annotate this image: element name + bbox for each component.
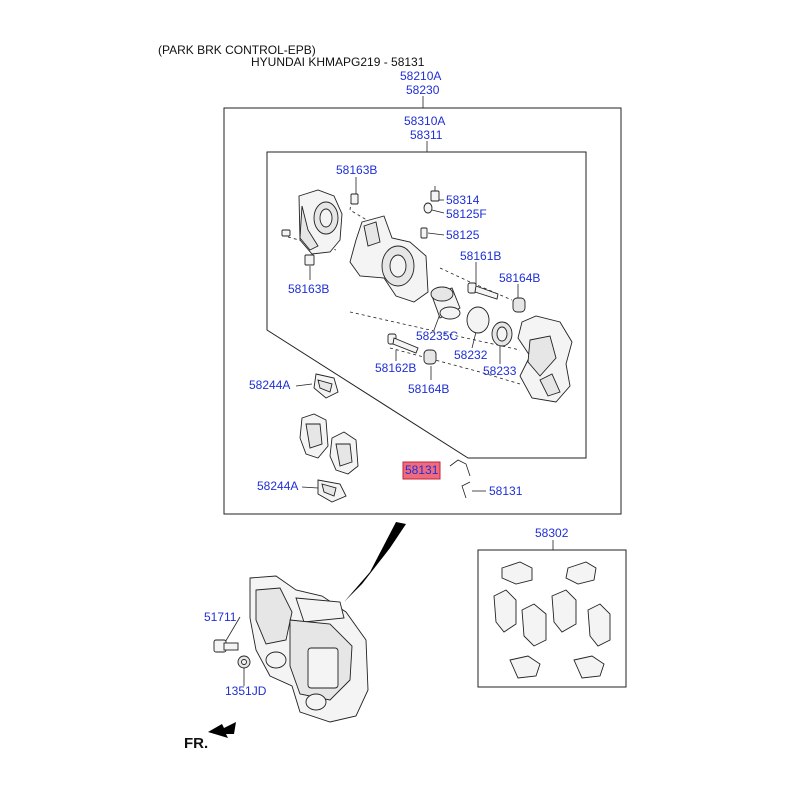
pad-spring-lower xyxy=(461,481,471,499)
label-58210A[interactable]: 58210A xyxy=(400,69,441,83)
label-58163B-left[interactable]: 58163B xyxy=(288,282,329,296)
piston xyxy=(430,286,461,320)
assembly-pointer xyxy=(344,522,406,602)
epb-actuator-motor xyxy=(298,189,343,255)
label-58131-highlighted[interactable]: 58131 xyxy=(405,463,439,477)
front-direction-arrow-icon xyxy=(208,722,236,738)
label-58244A-bottom[interactable]: 58244A xyxy=(257,479,298,493)
pad-spring-upper xyxy=(449,459,471,477)
guide-pin-boot-upper xyxy=(512,297,526,313)
motor-bolt-top xyxy=(350,193,359,205)
guide-pin-upper xyxy=(467,282,499,300)
assembled-caliper xyxy=(249,575,369,723)
label-58244A-top[interactable]: 58244A xyxy=(249,378,290,392)
front-label: FR. xyxy=(184,735,208,752)
label-58314[interactable]: 58314 xyxy=(446,193,480,207)
pad-kit-contents xyxy=(493,561,611,679)
piston-seal xyxy=(466,306,490,334)
guide-pin-boot-lower xyxy=(423,349,437,365)
label-58163B-top[interactable]: 58163B xyxy=(336,163,377,177)
label-58125F[interactable]: 58125F xyxy=(446,207,487,221)
pad-clip-upper xyxy=(313,373,339,399)
header-part-line: HYUNDAI KHMAPG219 - 58131 xyxy=(251,55,425,69)
caliper-carrier xyxy=(517,315,573,403)
label-58125[interactable]: 58125 xyxy=(446,228,480,242)
label-58131[interactable]: 58131 xyxy=(489,484,523,498)
caliper-subframe xyxy=(266,151,587,459)
bleed-screw-small xyxy=(420,227,428,239)
label-58230[interactable]: 58230 xyxy=(406,83,440,97)
label-58235C[interactable]: 58235C xyxy=(416,329,458,343)
bleed-screw xyxy=(430,186,440,202)
bleed-cap xyxy=(423,202,433,214)
label-58302[interactable]: 58302 xyxy=(535,526,569,540)
highlight-box xyxy=(402,461,441,480)
label-58311[interactable]: 58311 xyxy=(410,128,443,142)
pad-kit-frame xyxy=(477,549,627,688)
label-58164B-bottom[interactable]: 58164B xyxy=(408,382,449,396)
label-58164B-right[interactable]: 58164B xyxy=(499,271,540,285)
label-58232[interactable]: 58232 xyxy=(454,348,488,362)
mounting-bolt xyxy=(213,639,239,653)
brake-pad-outer xyxy=(329,431,359,475)
brake-pad-inner xyxy=(299,413,329,459)
header-model-line: (PARK BRK CONTROL-EPB) xyxy=(158,43,316,57)
mounting-washer xyxy=(237,655,251,669)
assembly-frame xyxy=(223,107,622,515)
label-58162B[interactable]: 58162B xyxy=(375,361,416,375)
label-58310A[interactable]: 58310A xyxy=(404,114,445,128)
caliper-housing xyxy=(349,215,429,303)
label-1351JD[interactable]: 1351JD xyxy=(225,684,267,698)
label-58161B[interactable]: 58161B xyxy=(460,249,501,263)
label-51711[interactable]: 51711 xyxy=(204,610,237,624)
pad-clip-lower xyxy=(317,479,347,503)
guide-pin-lower xyxy=(387,333,419,354)
motor-bolt-left xyxy=(281,229,315,266)
label-58233[interactable]: 58233 xyxy=(483,364,517,378)
